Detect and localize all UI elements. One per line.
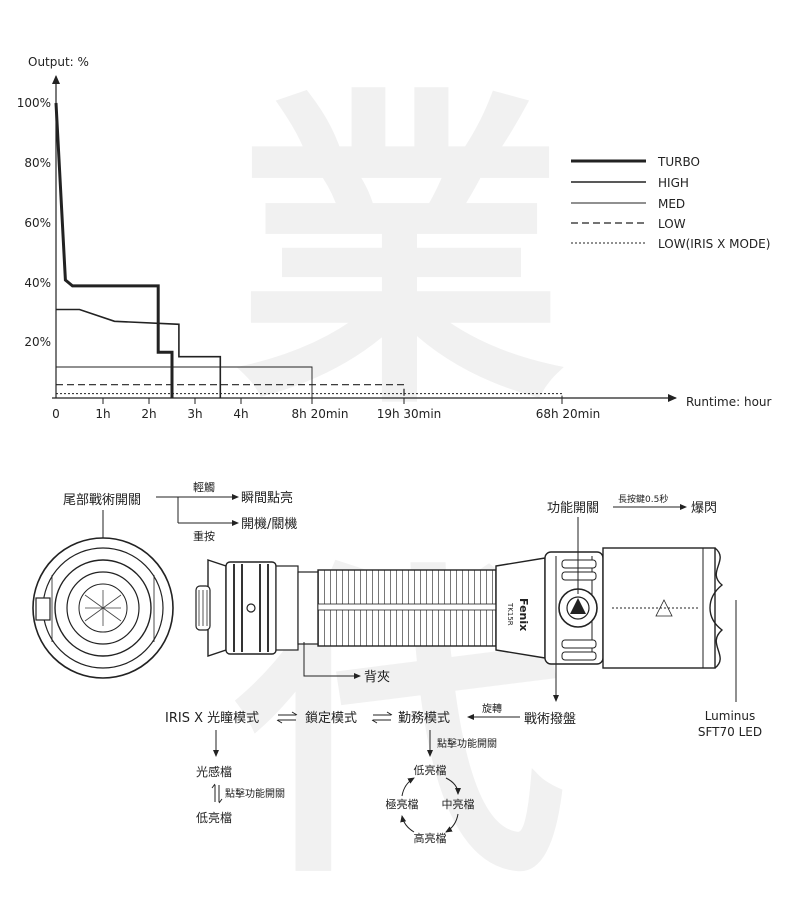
y-axis-label: Output: % <box>28 55 89 69</box>
tail-cap-illustration <box>32 537 174 679</box>
long-press-label: 長按鍵0.5秒 <box>618 493 668 505</box>
x-tick-label: 68h 20min <box>536 407 601 421</box>
cycle-high-label: 高亮檔 <box>414 831 447 845</box>
y-ticks: 100% 80% 60% 40% 20% <box>17 96 51 349</box>
x-tick-label: 19h 30min <box>377 407 442 421</box>
x-tick-label: 2h <box>141 407 156 421</box>
click-function-label: 點擊功能開關 <box>437 737 497 750</box>
x-tick-label: 3h <box>187 407 202 421</box>
rotate-label: 旋轉 <box>482 702 502 715</box>
x-ticks: 0 1h 2h 3h 4h 8h 20min 19h 30min 68h 20m… <box>52 398 600 421</box>
operation-diagram: 尾部戰術開關 輕觸 瞬間點亮 重按 開機/關機 <box>32 480 762 845</box>
x-tick-label: 4h <box>233 407 248 421</box>
led-label-line1: Luminus <box>705 709 756 723</box>
on-off-label: 開機/關機 <box>241 517 297 532</box>
lock-mode-label: 鎖定模式 <box>305 710 357 726</box>
y-tick-label: 60% <box>24 216 51 230</box>
flashlight-illustration: Fenix TK15R <box>195 547 724 669</box>
legend-label-low: LOW <box>658 217 686 231</box>
light-touch-label: 輕觸 <box>193 480 215 494</box>
legend-label-med: MED <box>658 197 685 211</box>
duty-mode-label: 勤務模式 <box>398 711 450 726</box>
strobe-label: 爆閃 <box>691 501 717 516</box>
tail-switch-label: 尾部戰術開關 <box>63 493 141 508</box>
x-tick-label: 0 <box>52 407 60 421</box>
cycle-low-label: 低亮檔 <box>414 763 447 777</box>
iris-lock-arrows <box>278 714 296 721</box>
legend-label-low-iris: LOW(IRIS X MODE) <box>658 237 770 251</box>
series-line-high <box>56 308 222 398</box>
cycle-arrow <box>445 777 461 795</box>
function-switch-label: 功能開關 <box>547 501 599 516</box>
cycle-ultralow-label: 極亮檔 <box>386 797 419 811</box>
cycle-arrow <box>445 813 459 833</box>
lock-duty-arrows <box>373 714 391 721</box>
clip-arrow <box>303 642 361 679</box>
iris-mode-label: IRIS X 光瞳模式 <box>165 711 259 726</box>
x-tick-label: 1h <box>95 407 110 421</box>
watermark-top: 業 <box>235 64 565 448</box>
legend-label-high: HIGH <box>658 176 689 190</box>
clip-label: 背夾 <box>364 670 390 685</box>
y-tick-label: 40% <box>24 276 51 290</box>
series-line-low-iris-x-mode <box>56 393 563 398</box>
series-line-turbo <box>54 102 174 398</box>
cycle-arrow <box>401 777 415 797</box>
legend-label-turbo: TURBO <box>657 155 700 169</box>
y-tick-label: 100% <box>17 96 51 110</box>
low-level-label-left: 低亮檔 <box>196 810 232 825</box>
runtime-chart: Output: % Runtime: hour 100% 80% 60% 40%… <box>17 55 772 421</box>
series-layer <box>54 102 563 398</box>
cycle-mid-label: 中亮檔 <box>442 797 475 811</box>
cycle-arrow <box>400 815 415 833</box>
sensor-level-label: 光感檔 <box>196 764 232 779</box>
series-line-med <box>56 366 313 398</box>
y-tick-label: 20% <box>24 335 51 349</box>
led-label-line2: SFT70 LED <box>698 725 762 739</box>
press-label: 重按 <box>193 529 215 543</box>
momentary-label: 瞬間點亮 <box>241 490 293 506</box>
tactical-dial-label: 戰術撥盤 <box>524 712 576 727</box>
x-tick-label: 8h 20min <box>292 407 349 421</box>
brand-mark: Fenix <box>517 598 530 631</box>
model-mark: TK15R <box>506 602 514 626</box>
y-tick-label: 80% <box>24 156 51 170</box>
legend: TURBO HIGH MED LOW LOW(IRIS X MODE) <box>571 155 770 251</box>
click-function-label-left: 點擊功能開關 <box>225 787 285 800</box>
x-axis-label: Runtime: hour <box>686 395 772 409</box>
